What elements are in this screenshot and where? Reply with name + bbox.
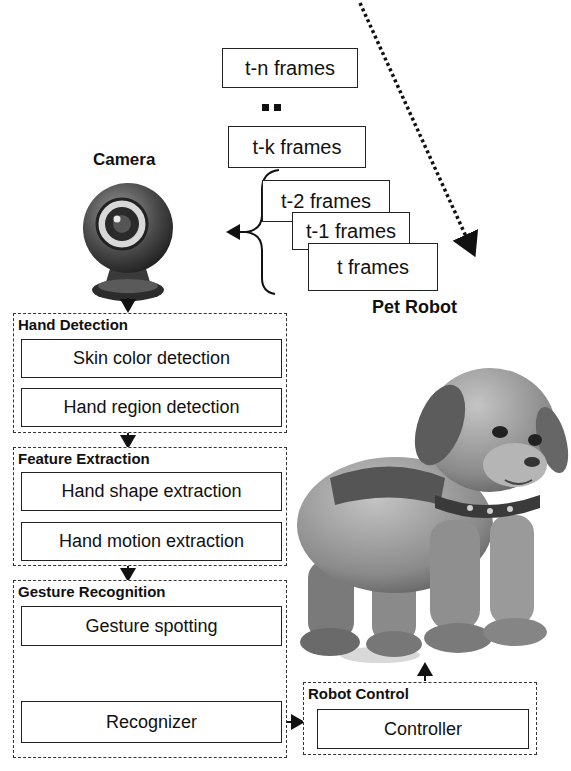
- group-heading: Feature Extraction: [18, 450, 150, 467]
- camera-arrow: [127, 298, 129, 311]
- box-label: Hand shape extraction: [61, 481, 241, 502]
- box-label: t frames: [337, 256, 409, 279]
- box-label: Gesture spotting: [85, 616, 217, 637]
- process-box: Hand region detection: [21, 388, 282, 427]
- box-label: t-1 frames: [306, 220, 396, 243]
- box-label: Skin color detection: [73, 348, 230, 369]
- box-label: Hand motion extraction: [59, 531, 244, 552]
- module-group: Gesture RecognitionGesture spottingRecog…: [13, 580, 287, 758]
- process-box: Skin color detection: [21, 339, 282, 378]
- module-group: Feature ExtractionHand shape extractionH…: [13, 447, 287, 566]
- part-label: Camera: [93, 150, 155, 170]
- group-heading: Gesture Recognition: [18, 583, 166, 600]
- process-box: Controller: [317, 709, 529, 749]
- frame-box: t frames: [308, 243, 438, 291]
- flow-arrow: [127, 566, 129, 580]
- box-label: t-k frames: [253, 136, 342, 159]
- box-label: Controller: [384, 719, 462, 740]
- robot-arrow: [424, 664, 426, 681]
- process-box: Hand shape extraction: [21, 472, 282, 511]
- module-group: Robot ControlController: [303, 682, 537, 755]
- box-label: t-n frames: [245, 57, 335, 80]
- frame-box: t-k frames: [228, 126, 366, 168]
- pet-robot-illustration: [297, 368, 571, 663]
- group-heading: Hand Detection: [18, 316, 128, 333]
- process-box: Hand motion extraction: [21, 522, 282, 561]
- brace-arrow: [228, 231, 248, 233]
- box-label: t-2 frames: [281, 190, 371, 213]
- flow-arrow: [127, 433, 129, 447]
- frame-box: t-n frames: [222, 48, 358, 88]
- box-label: Recognizer: [106, 712, 197, 733]
- process-box: Gesture spotting: [21, 606, 282, 646]
- module-group: Hand DetectionSkin color detectionHand r…: [13, 313, 287, 433]
- process-box: Recognizer: [21, 701, 282, 743]
- part-label: Pet Robot: [372, 297, 457, 318]
- box-label: Hand region detection: [63, 397, 239, 418]
- camera-icon: [83, 183, 173, 301]
- group-heading: Robot Control: [308, 685, 409, 702]
